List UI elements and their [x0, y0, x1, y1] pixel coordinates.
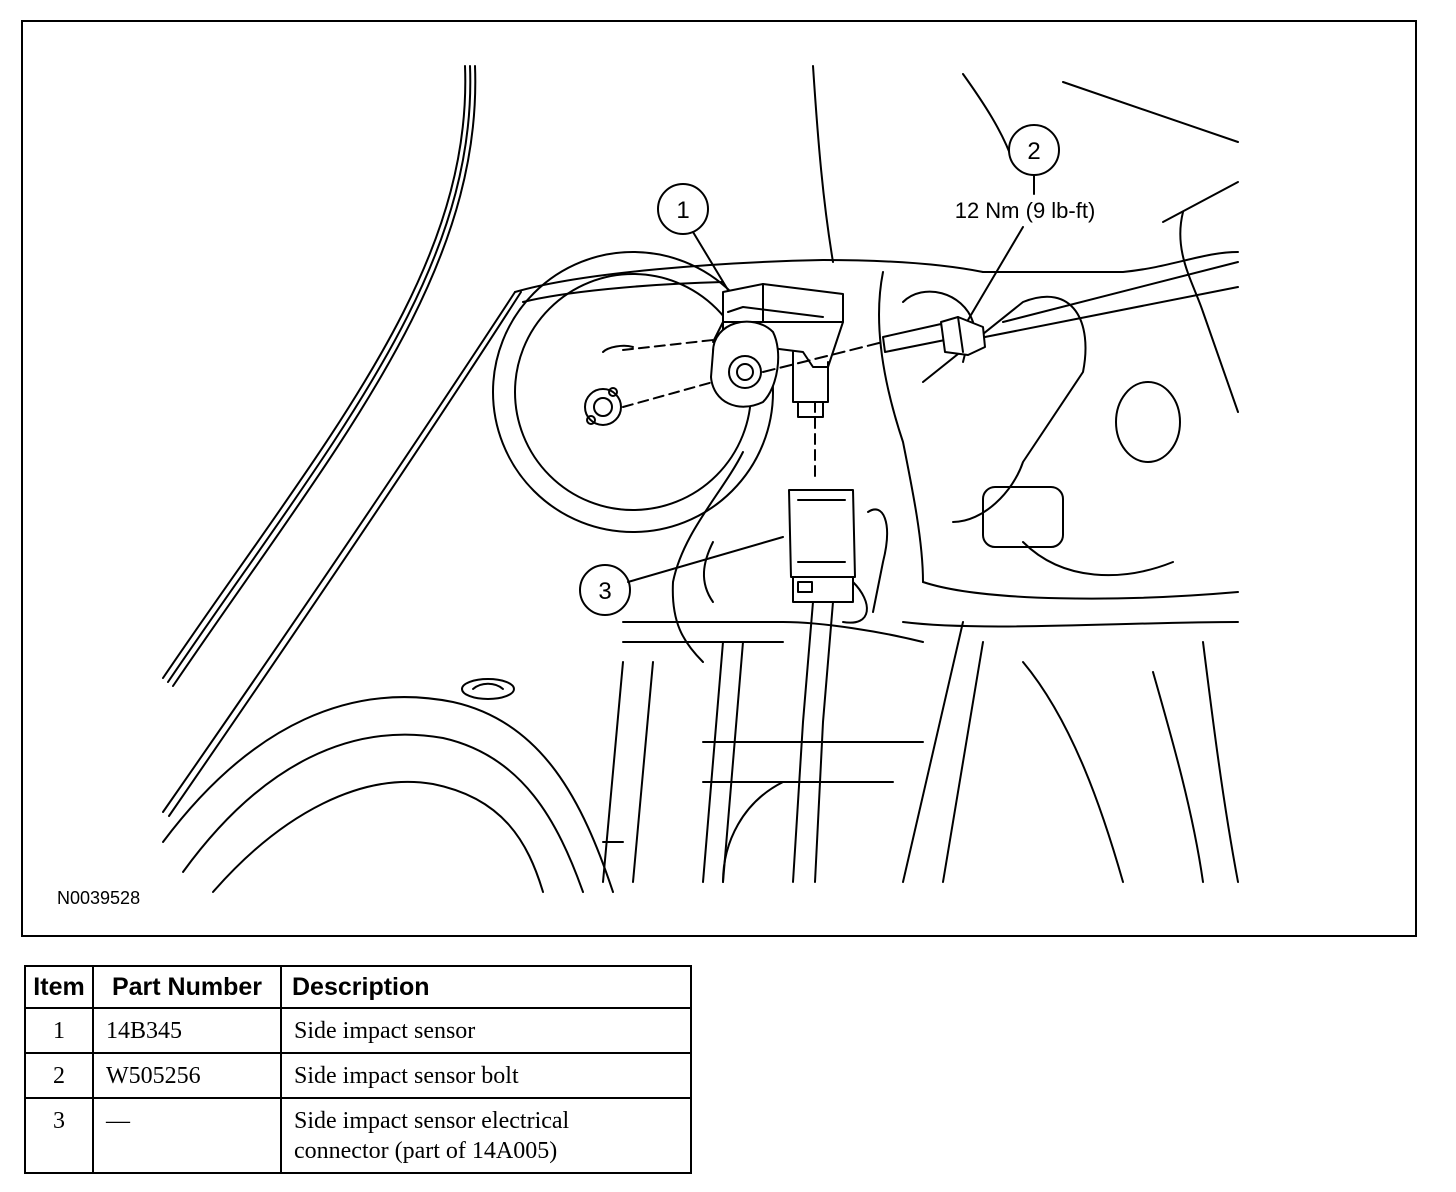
sensor-bolt: [762, 286, 1239, 373]
description-line: Side impact sensor bolt: [294, 1063, 519, 1089]
header-part-number: Part Number: [92, 965, 282, 1009]
body-panel-lines: [162, 65, 834, 817]
cell-description: Side impact sensor bolt: [280, 1052, 692, 1099]
svg-text:12 Nm (9 lb-ft): 12 Nm (9 lb-ft): [955, 198, 1096, 223]
header-description: Description: [280, 965, 692, 1009]
description-line: Side impact sensor: [294, 1018, 476, 1044]
cell-item: 1: [24, 1007, 94, 1054]
sensor-mounting-panel: [492, 251, 984, 663]
svg-text:2: 2: [1027, 138, 1040, 165]
side-impact-sensor: [710, 283, 844, 418]
electrical-connector: [788, 401, 889, 883]
table-row: 3 — Side impact sensor electrical connect…: [24, 1097, 692, 1174]
bracket-structure: [902, 73, 1239, 883]
description-line: Side impact sensor electrical: [294, 1108, 570, 1134]
table-row: 1 14B345 Side impact sensor: [24, 1007, 692, 1054]
cell-description: Side impact sensor: [280, 1007, 692, 1054]
cell-part-number: —: [92, 1097, 282, 1174]
lower-structure: [602, 621, 1124, 883]
cell-description: Side impact sensor electrical connector (…: [280, 1097, 692, 1174]
callout-3: 3: [579, 536, 784, 616]
diagram-frame: 1 2 12 Nm (9 lb-ft) 3 N0039528: [21, 20, 1417, 937]
table-header-row: Item Part Number Description: [24, 965, 692, 1009]
cell-part-number: 14B345: [92, 1007, 282, 1054]
callout-2: 2 12 Nm (9 lb-ft): [955, 124, 1096, 321]
cell-part-number: W505256: [92, 1052, 282, 1099]
svg-text:3: 3: [598, 578, 611, 605]
cell-item: 2: [24, 1052, 94, 1099]
side-impact-sensor-illustration: 1 2 12 Nm (9 lb-ft) 3: [162, 65, 1239, 893]
figure-id: N0039528: [57, 888, 141, 908]
description-line: connector (part of 14A005): [294, 1138, 558, 1164]
callout-1: 1: [657, 183, 729, 291]
parts-table: Item Part Number Description 1 14B345 Si…: [24, 965, 692, 1174]
cell-item: 3: [24, 1097, 94, 1174]
mounting-holes: [584, 339, 714, 426]
svg-text:1: 1: [676, 197, 689, 224]
wheel-well-arcs: [162, 678, 614, 893]
header-item: Item: [24, 965, 94, 1009]
table-row: 2 W505256 Side impact sensor bolt: [24, 1052, 692, 1099]
